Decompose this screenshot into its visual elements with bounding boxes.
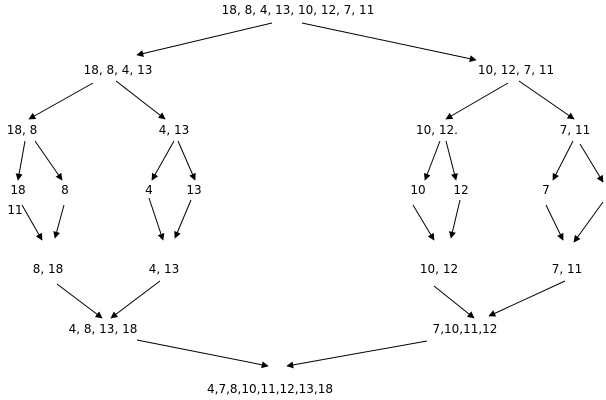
edge-lhalf-lr-arrow [115, 80, 166, 120]
root-list: 18, 8, 4, 13, 10, 12, 7, 11 [221, 3, 375, 17]
edge-11-merge-arrow [573, 201, 604, 243]
edge-ml1-a-arrow [56, 283, 103, 319]
right-left-list: 10, 12. [416, 123, 458, 137]
merged-left-half: 4, 8, 13, 18 [68, 322, 138, 336]
edge-4-merge-arrow [148, 197, 165, 241]
left-right-list: 4, 13 [158, 123, 190, 137]
merged-left-right: 4, 13 [148, 262, 180, 276]
edge-lhalf-ll-arrow [28, 82, 94, 120]
leaf-18: 18 [10, 183, 26, 197]
merged-right-half: 7,10,11,12 [432, 322, 498, 336]
edge-ml1-b-arrow [110, 280, 161, 319]
edge-rhalf-rl-arrow [445, 82, 509, 120]
edge-10-merge-arrow [412, 204, 435, 241]
edge-7-merge-arrow [545, 204, 564, 241]
edge-mr2-res-arrow [286, 340, 428, 369]
merged-left-left: 8, 18 [32, 262, 64, 276]
left-left-list: 18, 8 [6, 123, 38, 137]
right-half-list: 10, 12, 7, 11 [477, 63, 555, 77]
edge-13-merge-arrow [174, 199, 192, 239]
edge-rhalf-rr-arrow [518, 80, 575, 120]
edge-rl-12-arrow [445, 140, 458, 181]
edge-ll-18-arrow [15, 140, 26, 181]
edge-mr1-b-arrow [488, 280, 566, 317]
edge-8-merge-arrow [53, 204, 65, 239]
edge-18-merge-arrow [21, 204, 43, 241]
leaf-7: 7 [542, 183, 550, 197]
merged-right-left: 10, 12 [419, 262, 459, 276]
right-right-list: 7, 11 [559, 123, 591, 137]
left-half-list: 18, 8, 4, 13 [83, 63, 153, 77]
leaf-11: 11 [7, 203, 23, 217]
edge-lr-13-arrow [177, 140, 196, 181]
merged-right-right: 7, 11 [551, 262, 583, 276]
edge-root-right-arrow [301, 22, 477, 63]
edge-rl-10-arrow [423, 140, 441, 181]
edge-ml2-res-arrow [136, 339, 269, 369]
leaf-13: 13 [186, 183, 202, 197]
edge-ll-8-arrow [34, 140, 63, 181]
leaf-4: 4 [145, 183, 153, 197]
edge-rr-split-arrow [579, 143, 604, 183]
edge-root-left-arrow [136, 22, 273, 57]
leaf-8: 8 [61, 183, 69, 197]
edge-mr1-a-arrow [433, 285, 475, 319]
leaf-10: 10 [410, 183, 426, 197]
edge-12-merge-arrow [449, 199, 461, 239]
sorted-result: 4,7,8,10,11,12,13,18 [207, 382, 333, 396]
edge-rr-7-arrow [552, 140, 574, 181]
edge-lr-4-arrow [151, 140, 175, 181]
leaf-12: 12 [453, 183, 469, 197]
